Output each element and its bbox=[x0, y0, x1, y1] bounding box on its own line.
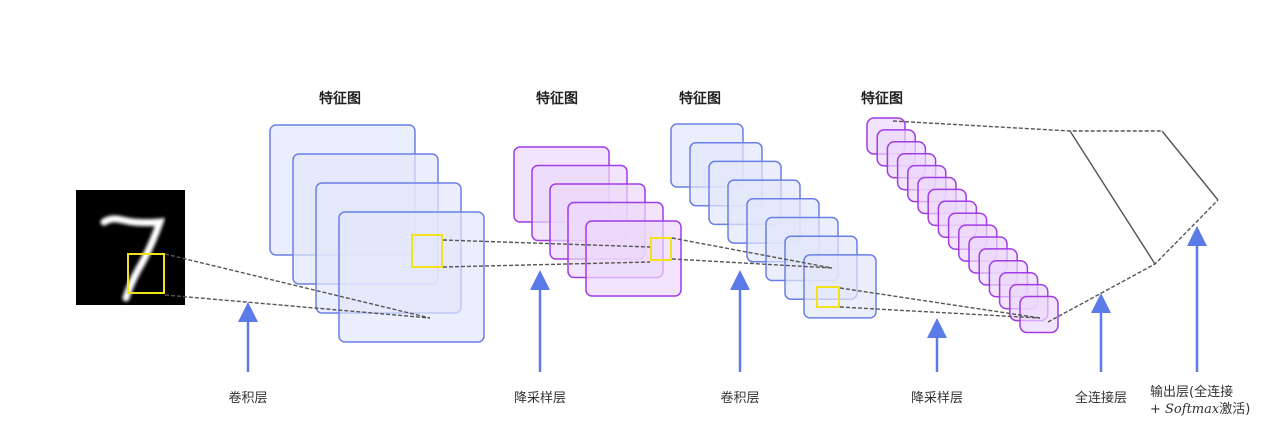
feature-map-title: 特征图 bbox=[536, 91, 578, 107]
feature-map bbox=[1019, 295, 1059, 334]
digit-seven bbox=[100, 215, 166, 302]
layer-label-conv2: 卷积层 bbox=[720, 391, 760, 406]
layer-label-pool2: 降采样层 bbox=[910, 391, 964, 406]
receptive-window bbox=[127, 253, 165, 294]
output-label-line1: 输出层(全连接 bbox=[1150, 385, 1234, 400]
receptive-window bbox=[816, 286, 840, 308]
output-label-line2: + Softmax激活) bbox=[1150, 402, 1251, 417]
dashed-link bbox=[164, 294, 431, 319]
receptive-window bbox=[411, 234, 443, 268]
dashed-link bbox=[892, 120, 1162, 132]
fc-line bbox=[1069, 130, 1156, 265]
feature-map bbox=[585, 220, 682, 297]
dashed-link bbox=[839, 306, 1041, 319]
dashed-link bbox=[671, 237, 833, 269]
input-image bbox=[76, 190, 185, 305]
dashed-link bbox=[671, 258, 833, 269]
dashed-link bbox=[839, 287, 1041, 319]
feature-map-title: 特征图 bbox=[861, 91, 903, 107]
layer-label-fc: 全连接层 bbox=[1074, 391, 1128, 406]
layer-label-pool1: 降采样层 bbox=[513, 391, 567, 406]
layer-label-conv1: 卷积层 bbox=[228, 391, 268, 406]
dashed-link bbox=[1047, 199, 1219, 323]
output-line bbox=[1161, 130, 1219, 201]
layer-label-output: 输出层(全连接 + Softmax激活) bbox=[1150, 384, 1250, 418]
receptive-window bbox=[650, 237, 672, 261]
feature-map-title: 特征图 bbox=[319, 91, 361, 107]
feature-map-title: 特征图 bbox=[679, 91, 721, 107]
dashed-link bbox=[442, 239, 651, 248]
feature-map bbox=[338, 211, 485, 343]
dashed-link bbox=[442, 261, 651, 268]
dashed-link bbox=[164, 253, 431, 319]
